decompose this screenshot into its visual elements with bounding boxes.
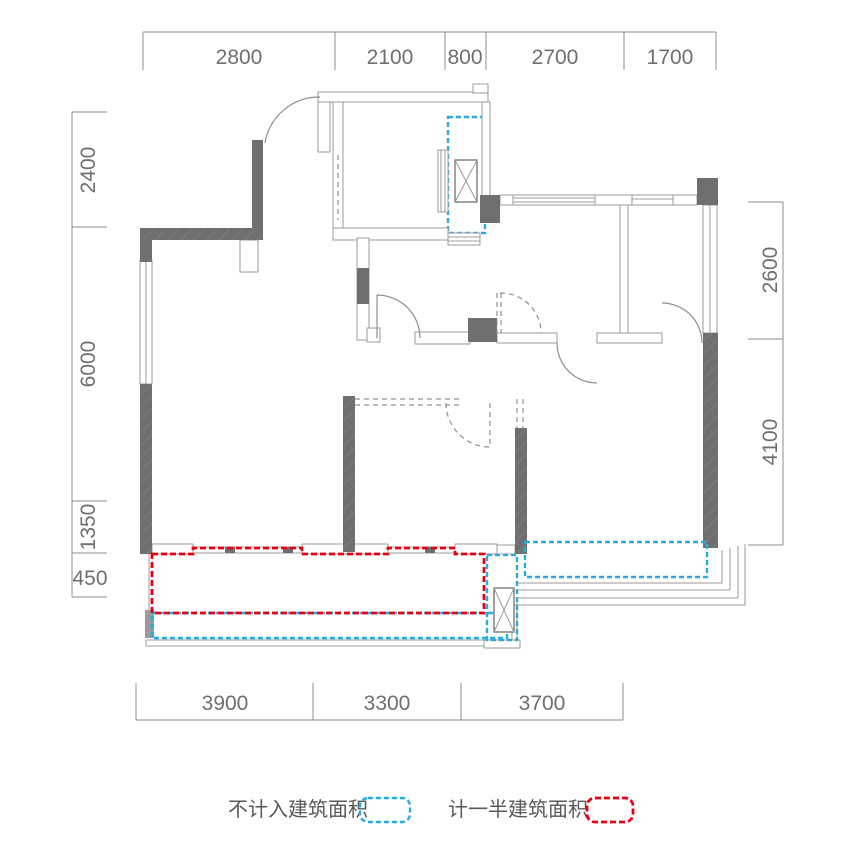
- dashed-openings: [337, 155, 542, 448]
- window-bottom-a: [151, 543, 194, 555]
- dim-label-left-2: 6000: [77, 341, 100, 388]
- bay-window-lines: [510, 544, 746, 606]
- dimension-right: 2600 4100: [748, 201, 784, 546]
- dimension-bottom: 3900 3300 3700: [135, 683, 624, 721]
- excluded-area-bay-window: [523, 540, 709, 579]
- dim-label-left-1: 2400: [77, 147, 100, 194]
- windows: [139, 149, 718, 555]
- dim-label-top-1: 2800: [216, 46, 263, 69]
- wall-entry: [252, 140, 263, 240]
- window-kitchen-flue: [437, 149, 449, 213]
- half-counted-area: [150, 546, 486, 615]
- half-area-balcony: [150, 546, 486, 615]
- dim-label-bottom-3: 3700: [519, 692, 566, 715]
- wall-center-block: [468, 318, 497, 342]
- vent-grille: [447, 232, 481, 246]
- wall-living-divider: [343, 396, 355, 552]
- balcony-outline: [145, 554, 521, 649]
- walls-dark: [140, 140, 718, 554]
- ac-units: [454, 159, 515, 633]
- dim-label-left-3: 1350: [77, 504, 100, 551]
- window-bath-top: [512, 194, 596, 206]
- legend-half-counted-swatch: [585, 796, 635, 824]
- dim-label-top-5: 1700: [647, 46, 694, 69]
- dim-label-right-2: 4100: [759, 419, 782, 466]
- hidden-door-arc: [445, 402, 491, 448]
- living-door-arc: [376, 294, 421, 339]
- excluded-areas: [150, 540, 709, 642]
- dimension-left: 2400 6000 1350 450: [71, 111, 108, 598]
- wall-bedroom-divider: [515, 428, 527, 554]
- dim-label-bottom-2: 3300: [364, 692, 411, 715]
- window-bottom-c: [454, 543, 498, 555]
- legend: 不计入建筑面积 计一半建筑面积: [228, 796, 635, 824]
- legend-not-counted-label: 不计入建筑面积: [228, 798, 368, 821]
- window-bedroom-top: [631, 194, 674, 206]
- bedroom-br-door-arc: [556, 342, 598, 384]
- window-right: [702, 204, 718, 334]
- column-top-right: [697, 178, 718, 205]
- wall-top-left: [140, 228, 263, 240]
- doors: [264, 96, 703, 384]
- dashed-wall-gap: [516, 399, 524, 428]
- dim-label-right-1: 2600: [759, 247, 782, 294]
- window-left: [139, 259, 153, 385]
- dim-label-left-4: 450: [72, 567, 107, 590]
- excluded-area-ac-platform: [485, 553, 519, 642]
- bedroom-tr-door-arc: [661, 302, 703, 344]
- dim-label-top-2: 2100: [367, 46, 414, 69]
- entry-door-arc: [264, 96, 321, 144]
- ac-unit-icon: [493, 587, 515, 633]
- bath-pocket-door: [496, 292, 542, 334]
- dim-label-top-4: 2700: [532, 46, 579, 69]
- dim-label-bottom-1: 3900: [202, 692, 249, 715]
- wall-right-lower: [703, 333, 718, 548]
- wall-left: [140, 384, 152, 554]
- ac-unit-icon: [454, 159, 478, 203]
- legend-not-counted-swatch: [358, 796, 412, 824]
- excluded-area-balcony-strip: [150, 611, 509, 640]
- legend-half-counted-label: 计一半建筑面积: [448, 798, 588, 821]
- column-flue: [480, 195, 500, 223]
- dining-opening: [355, 398, 463, 406]
- dim-label-top-3: 800: [447, 46, 482, 69]
- dimension-top: 2800 2100 800 2700 1700: [142, 31, 717, 70]
- balcony-left-block: [145, 610, 154, 638]
